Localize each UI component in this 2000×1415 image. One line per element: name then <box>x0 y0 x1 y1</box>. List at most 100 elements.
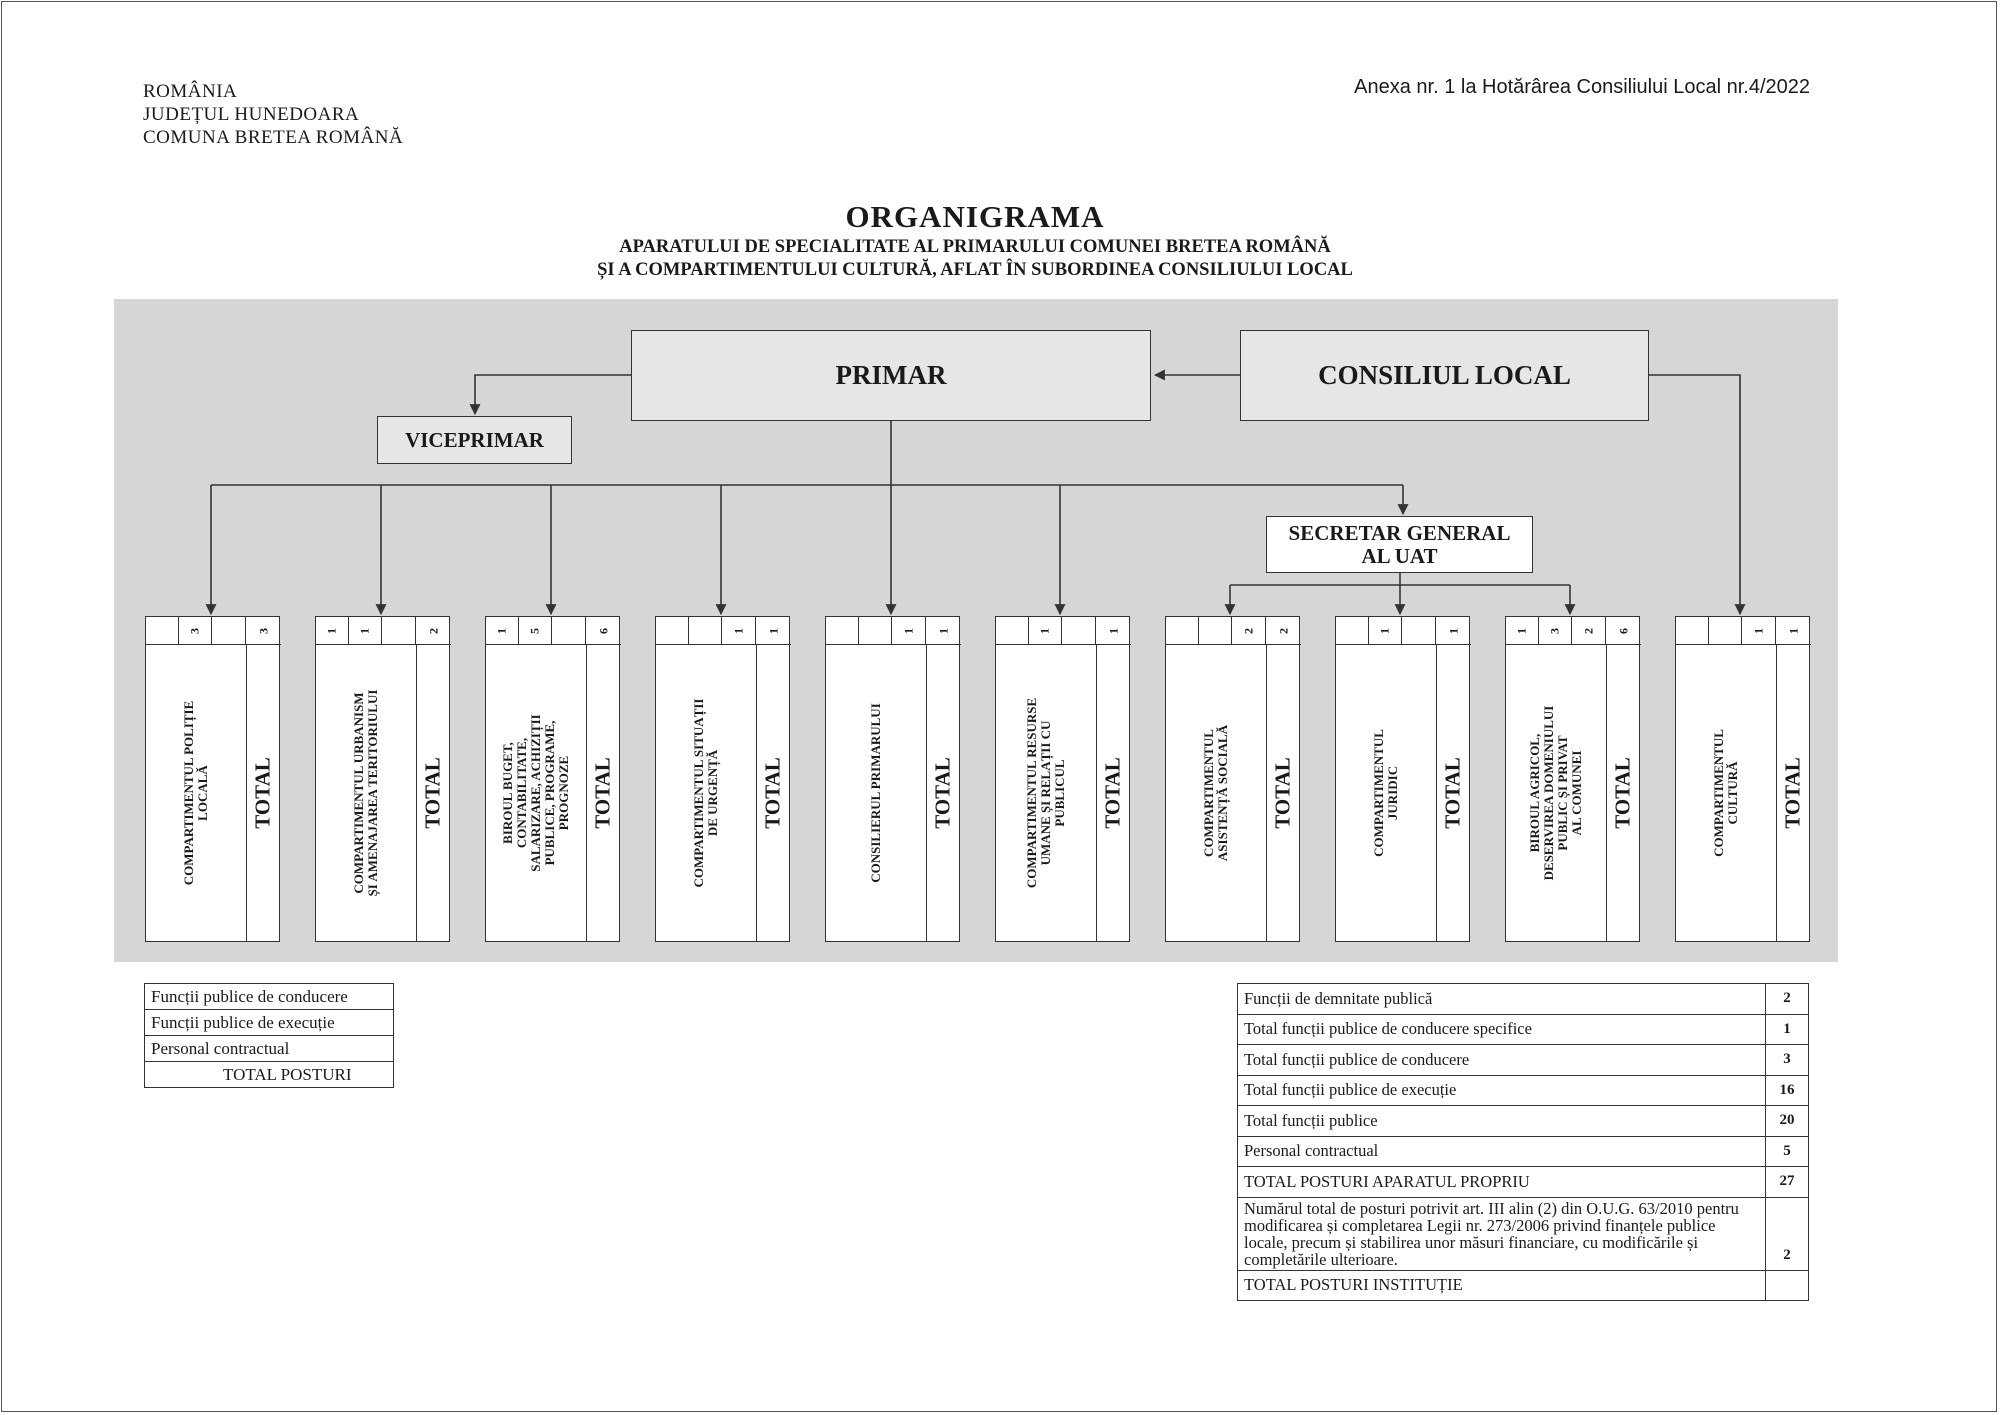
department-count-cell: 1 <box>892 617 926 645</box>
legend-row: Funcții publice de conducere <box>144 983 394 1010</box>
department-count-cell: 1 <box>316 617 349 645</box>
department-count-cell <box>1336 617 1369 645</box>
department-count-cell <box>689 617 722 645</box>
stats-label: Total funcții publice <box>1237 1105 1766 1137</box>
department-total-label: TOTAL <box>590 757 614 829</box>
legend-row: Funcții publice de execuție <box>144 1009 394 1036</box>
department-count-cell <box>382 617 416 645</box>
legend-table: Funcții publice de conducere Funcții pub… <box>144 983 394 1088</box>
legend-contractual: Personal contractual <box>144 1035 394 1062</box>
legend-executie: Funcții publice de execuție <box>144 1009 394 1036</box>
stats-label: TOTAL POSTURI APARATUL PROPRIU <box>1237 1166 1766 1198</box>
department-total-label: TOTAL <box>1610 757 1634 829</box>
stats-value: 27 <box>1765 1166 1809 1198</box>
legend-row: Personal contractual <box>144 1035 394 1062</box>
department-count-cell: 3 <box>1539 617 1572 645</box>
stats-row: Numărul total de posturi potrivit art. I… <box>1237 1196 1809 1271</box>
department-total-label: TOTAL <box>930 757 954 829</box>
department-count-cell <box>1709 617 1742 645</box>
department-count-cell: 2 <box>1572 617 1606 645</box>
department-count-cell <box>1402 617 1436 645</box>
department-count-cell <box>1676 617 1709 645</box>
department-count-cell <box>859 617 892 645</box>
department-total-count: 1 <box>1436 617 1471 645</box>
department-total-label: TOTAL <box>420 757 444 829</box>
department-total-label: TOTAL <box>1440 757 1464 829</box>
secretar-line-1: SECRETAR GENERAL <box>1288 520 1511 545</box>
stats-value <box>1765 1269 1809 1301</box>
department-total-count: 1 <box>926 617 961 645</box>
stats-label: TOTAL POSTURI INSTITUȚIE <box>1237 1269 1766 1301</box>
department-total-label: TOTAL <box>1780 757 1804 829</box>
primar-to-vice-line <box>469 374 631 416</box>
department-count-cell <box>552 617 586 645</box>
department-total-count: 1 <box>1776 617 1811 645</box>
viceprimar-node: VICEPRIMAR <box>377 416 572 464</box>
department-count-cell <box>212 617 246 645</box>
stats-label: Numărul total de posturi potrivit art. I… <box>1237 1196 1766 1271</box>
primar-node: PRIMAR <box>631 330 1151 421</box>
department-count-cell <box>656 617 689 645</box>
department-total-count: 2 <box>1266 617 1301 645</box>
stats-value: 2 <box>1765 983 1809 1015</box>
department-count-cell <box>1199 617 1232 645</box>
stats-value: 3 <box>1765 1044 1809 1076</box>
department-count-cell: 1 <box>486 617 519 645</box>
country-label: ROMÂNIA <box>143 81 238 102</box>
stats-label: Total funcții publice de execuție <box>1237 1074 1766 1106</box>
stats-row: Total funcții publice de conducere speci… <box>1237 1013 1809 1045</box>
department-count-cell <box>826 617 859 645</box>
department-count-cell <box>996 617 1029 645</box>
institution-header: ROMÂNIA JUDEȚUL HUNEDOARA COMUNA BRETEA … <box>143 80 403 149</box>
department-count-cell: 1 <box>722 617 756 645</box>
legend-total: TOTAL POSTURI <box>144 1061 394 1088</box>
commune-label: COMUNA BRETEA ROMÂNĂ <box>143 127 404 148</box>
department-count-cell: 1 <box>1369 617 1402 645</box>
department-total-label: TOTAL <box>1100 757 1124 829</box>
stats-value: 5 <box>1765 1135 1809 1167</box>
department-total-label: TOTAL <box>250 757 274 829</box>
consiliul-local-node: CONSILIUL LOCAL <box>1240 330 1649 421</box>
page-title: ORGANIGRAMA <box>845 199 1105 234</box>
stats-value: 1 <box>1765 1013 1809 1045</box>
department-total-count: 2 <box>416 617 451 645</box>
department-total-count: 1 <box>756 617 791 645</box>
department-total-count: 6 <box>586 617 621 645</box>
department-name: CONSILIERUL PRIMARULUI <box>826 645 927 941</box>
stats-value: 16 <box>1765 1074 1809 1106</box>
stats-label: Funcții de demnitate publică <box>1237 983 1766 1015</box>
department-total-count: 6 <box>1606 617 1641 645</box>
department-total-label: TOTAL <box>760 757 784 829</box>
department-count-cell: 1 <box>1506 617 1539 645</box>
stats-label: Total funcții publice de conducere <box>1237 1044 1766 1076</box>
department-count-cell: 1 <box>1742 617 1776 645</box>
stats-label: Personal contractual <box>1237 1135 1766 1167</box>
stats-row: TOTAL POSTURI INSTITUȚIE <box>1237 1269 1809 1301</box>
department-total-count: 1 <box>1096 617 1131 645</box>
department-name: BIROUL BUGET,CONTABILITATE,SALARIZARE, A… <box>486 645 587 941</box>
department-count-cell <box>146 617 179 645</box>
